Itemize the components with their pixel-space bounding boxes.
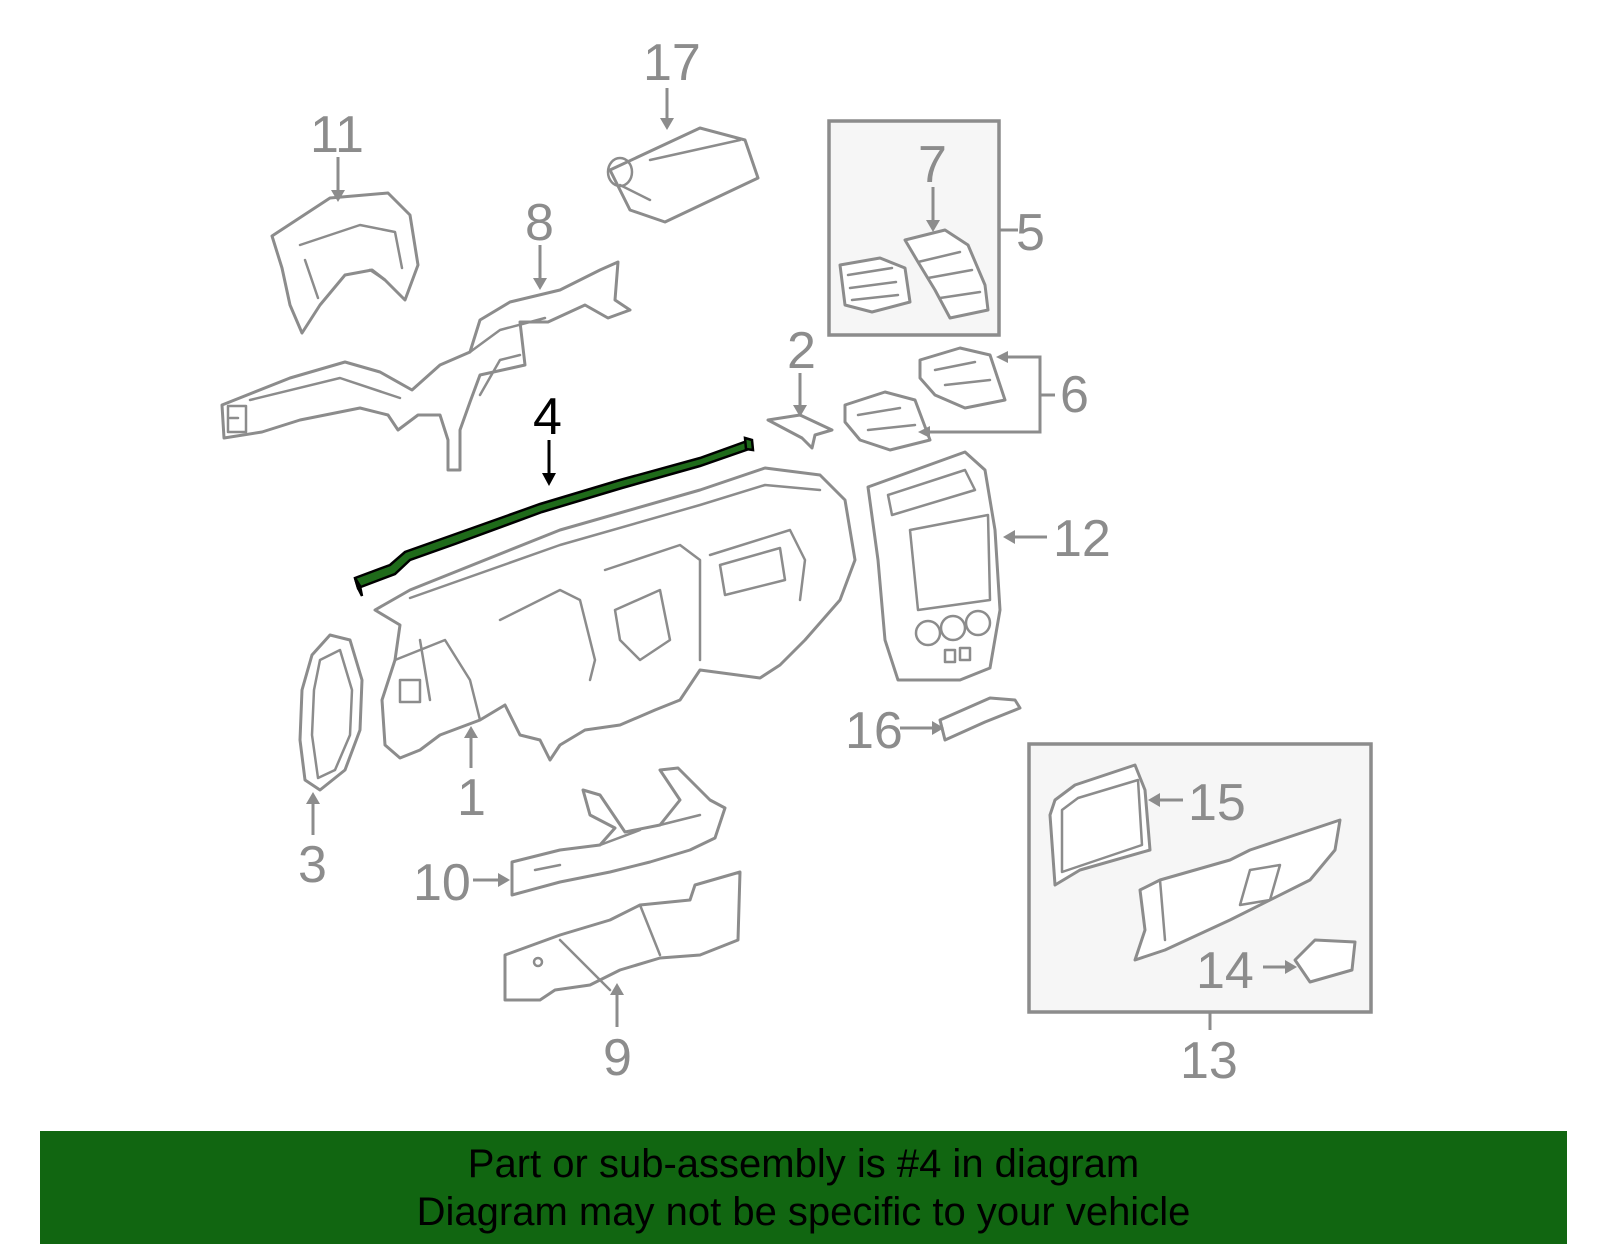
- callout-labels: 17 11 8 7 5 2 6 4 12 16 1 3 10 9 15 14 1…: [298, 34, 1254, 1090]
- callout-7: 7: [918, 136, 947, 194]
- callout-3: 3: [298, 836, 327, 894]
- part-16-trim-strip[interactable]: [938, 696, 1022, 742]
- part-6-side-vent-upper[interactable]: [918, 346, 1007, 410]
- callout-15: 15: [1188, 774, 1246, 832]
- callout-14: 14: [1196, 942, 1254, 1000]
- callout-10: 10: [413, 854, 471, 912]
- part-1-instrument-panel[interactable]: [373, 466, 857, 762]
- part-4-defrost-grille[interactable]: [353, 436, 755, 597]
- part-10-knee-bracket[interactable]: [510, 766, 727, 897]
- callout-11: 11: [310, 106, 364, 164]
- callout-5: 5: [1016, 204, 1045, 262]
- part-12-center-bezel[interactable]: [866, 450, 1002, 682]
- part-5-vent-outlet-left[interactable]: [838, 256, 912, 314]
- callout-16: 16: [845, 702, 903, 760]
- leader-lines: [306, 88, 1297, 1030]
- part-8-cross-car-beam[interactable]: [220, 260, 632, 472]
- part-9-knee-bolster[interactable]: [503, 870, 742, 1002]
- info-banner: Part or sub-assembly is #4 in diagram Di…: [40, 1131, 1567, 1244]
- part-3-end-cap[interactable]: [298, 633, 364, 792]
- part-2-bracket[interactable]: [766, 413, 834, 450]
- callout-2: 2: [787, 322, 816, 380]
- part-13-glove-box-door[interactable]: [1133, 818, 1342, 962]
- banner-line-1: Part or sub-assembly is #4 in diagram: [467, 1142, 1140, 1186]
- callout-12: 12: [1053, 510, 1111, 568]
- callout-4: 4: [533, 388, 562, 446]
- part-6-side-vent-lower[interactable]: [843, 390, 932, 452]
- callout-6: 6: [1060, 366, 1089, 424]
- part-11-cluster-bezel[interactable]: [270, 191, 420, 335]
- callout-8: 8: [525, 194, 554, 252]
- callout-1: 1: [457, 769, 486, 827]
- part-14-latch[interactable]: [1293, 938, 1357, 984]
- banner-line-2: Diagram may not be specific to your vehi…: [416, 1190, 1191, 1234]
- part-17-center-module[interactable]: [606, 126, 760, 224]
- callout-17: 17: [643, 34, 701, 92]
- callout-13: 13: [1180, 1032, 1238, 1090]
- callout-9: 9: [603, 1029, 632, 1087]
- part-15-glove-box-liner[interactable]: [1048, 763, 1152, 887]
- part-7-vent-outlet[interactable]: [903, 228, 990, 320]
